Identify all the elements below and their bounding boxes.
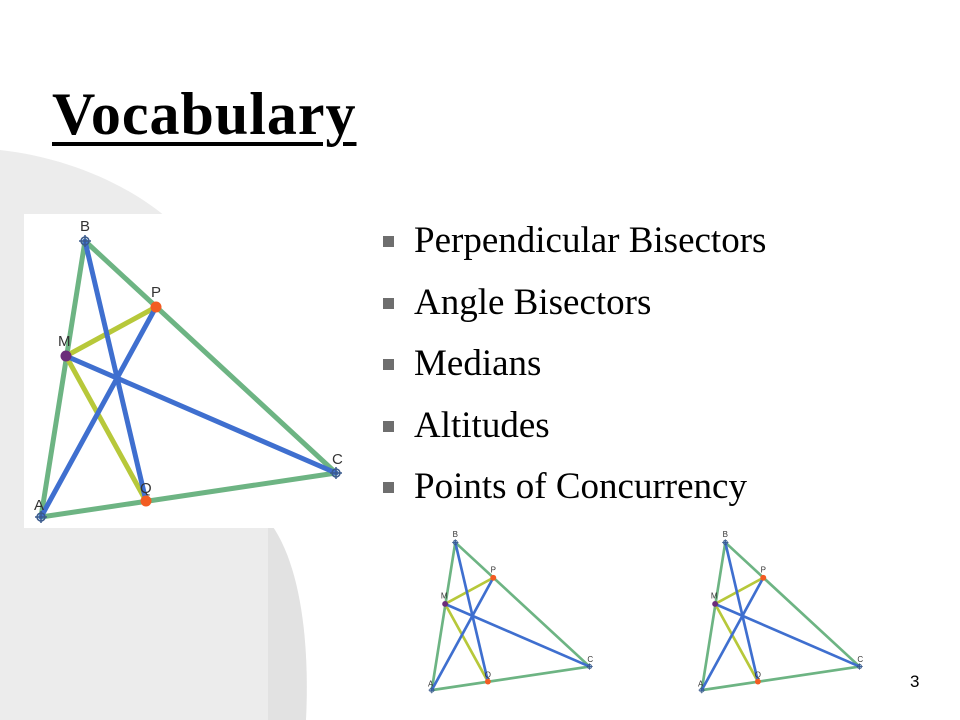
side-ca <box>700 665 861 692</box>
point-label-q: Q <box>755 670 761 679</box>
square-bullet-icon <box>383 420 394 432</box>
point-p <box>490 574 497 581</box>
slide-number: 3 <box>910 672 920 691</box>
vertex-marker-icon <box>35 511 47 523</box>
point-m <box>442 601 449 607</box>
vocab-item-label: Perpendicular Bisectors <box>414 220 767 261</box>
vertex-marker-icon <box>856 663 863 670</box>
vocab-item-label: Medians <box>414 343 542 384</box>
midsegment-mp <box>713 576 765 606</box>
triangle-svg: A B C M P Q <box>698 530 863 694</box>
triangle-diagram-small-left: A B C M P Q <box>420 528 604 696</box>
vertex-marker-icon <box>452 539 459 546</box>
point-q <box>754 678 761 685</box>
vertex-marker-icon <box>79 235 91 247</box>
midsegment-mq <box>63 353 149 504</box>
point-label-c: C <box>857 655 863 664</box>
point-label-m: M <box>711 592 718 601</box>
point-label-m: M <box>441 592 448 601</box>
side-bc <box>723 541 861 668</box>
side-bc <box>82 238 339 476</box>
point-q <box>484 678 491 685</box>
vertex-marker-icon <box>722 539 729 546</box>
point-label-q: Q <box>140 480 152 497</box>
square-bullet-icon <box>383 297 394 309</box>
point-label-b: B <box>453 530 458 539</box>
vocab-item-angle-bisectors: Angle Bisectors <box>380 280 766 342</box>
median-ap <box>700 576 765 692</box>
median-mc <box>713 602 861 668</box>
square-bullet-icon <box>383 359 394 370</box>
midsegment-mp <box>443 576 495 606</box>
midsegment-mq <box>443 602 490 683</box>
point-p <box>150 301 162 313</box>
point-label-m: M <box>58 333 71 350</box>
vertex-marker-icon <box>586 663 593 670</box>
point-label-q: Q <box>485 670 491 679</box>
point-q <box>140 495 152 507</box>
point-label-a: A <box>34 497 44 514</box>
point-label-p: P <box>761 565 766 574</box>
side-ab <box>700 541 727 692</box>
triangle-diagram-small-right: A B C M P Q <box>690 528 874 696</box>
midsegment-mp <box>63 304 159 359</box>
median-bq <box>723 541 760 683</box>
point-label-p: P <box>151 284 161 301</box>
point-label-b: B <box>723 530 728 539</box>
triangle-svg: A B C M P Q <box>428 530 593 694</box>
side-bc <box>453 541 591 668</box>
point-m <box>60 350 72 362</box>
side-ca <box>38 470 339 520</box>
vertex-marker-icon <box>428 686 435 694</box>
square-bullet-icon <box>383 482 394 493</box>
median-ap <box>38 304 159 520</box>
side-ca <box>430 665 591 692</box>
point-m <box>712 601 719 607</box>
point-label-a: A <box>428 679 434 688</box>
point-label-a: A <box>698 679 704 688</box>
median-mc <box>63 353 339 476</box>
vocab-item-label: Points of Concurrency <box>414 466 747 507</box>
point-label-c: C <box>332 451 343 468</box>
triangle-diagram-main: A B C M P Q <box>24 214 358 528</box>
vocab-item-points-of-concurrency: Points of Concurrency <box>380 464 766 526</box>
median-bq <box>82 238 149 504</box>
point-label-p: P <box>491 565 496 574</box>
vocab-item-medians: Medians <box>380 341 766 403</box>
point-label-c: C <box>587 655 593 664</box>
vocab-item-altitudes: Altitudes <box>380 403 766 465</box>
vocabulary-list: Perpendicular Bisectors Angle Bisectors … <box>380 218 766 526</box>
side-ab <box>430 541 457 692</box>
vocab-item-perpendicular-bisectors: Perpendicular Bisectors <box>380 218 766 280</box>
side-ab <box>38 238 88 520</box>
median-mc <box>443 602 591 668</box>
median-bq <box>453 541 490 683</box>
vertex-marker-icon <box>330 467 342 479</box>
square-bullet-icon <box>383 236 394 247</box>
slide-title: Vocabulary <box>52 81 357 147</box>
point-p <box>760 574 767 581</box>
vertex-marker-icon <box>698 686 705 694</box>
triangle-svg: A B C M P Q <box>34 218 343 523</box>
median-ap <box>430 576 495 692</box>
midsegment-mq <box>713 602 760 683</box>
vocab-item-label: Angle Bisectors <box>414 281 652 323</box>
point-label-b: B <box>80 218 90 235</box>
vocab-item-label: Altitudes <box>414 404 550 446</box>
